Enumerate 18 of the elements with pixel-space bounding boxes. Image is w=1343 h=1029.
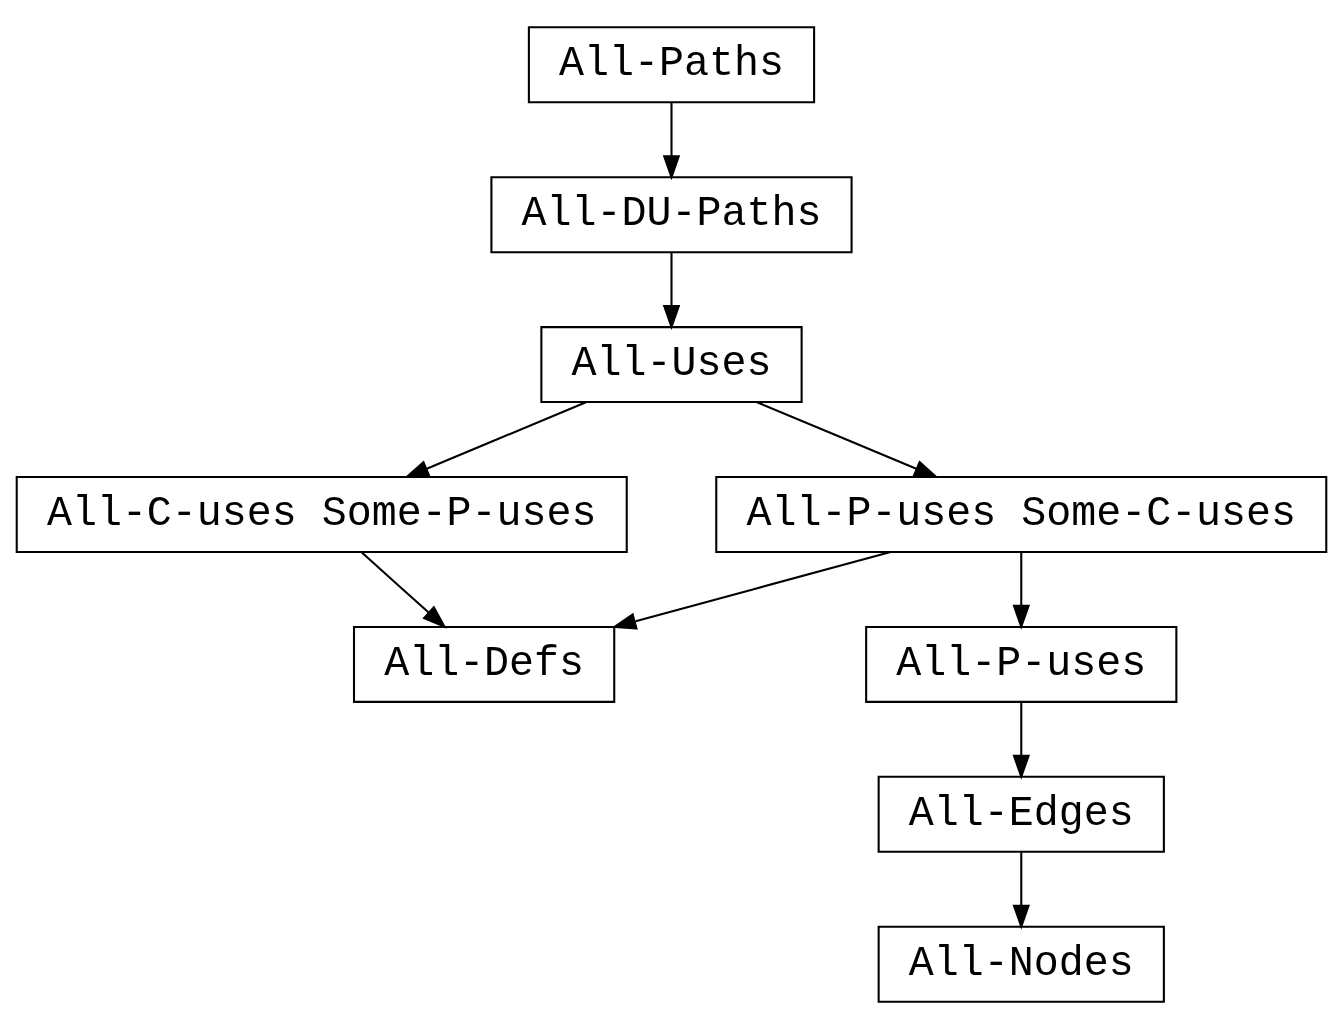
node-box: All-Edges [877,775,1165,853]
arrow [1012,552,1030,630]
node-box: All-DU-Paths [490,176,853,254]
arrow [361,551,447,629]
arrow [662,102,681,181]
node-box: All-Paths [527,26,816,104]
arrow [662,252,681,331]
arrow [1012,702,1030,780]
node-box: All-P-uses [865,625,1178,703]
arrow [611,551,891,630]
node-box: All-C-uses Some-P-uses [15,476,628,553]
node-box: All-P-uses Some-C-uses [715,476,1328,553]
node-box: All-Defs [352,625,616,703]
arrow [1012,852,1030,930]
arrow [756,401,939,479]
node-box: All-Uses [540,326,803,404]
arrow [404,401,587,479]
node-box: All-Nodes [877,925,1165,1003]
